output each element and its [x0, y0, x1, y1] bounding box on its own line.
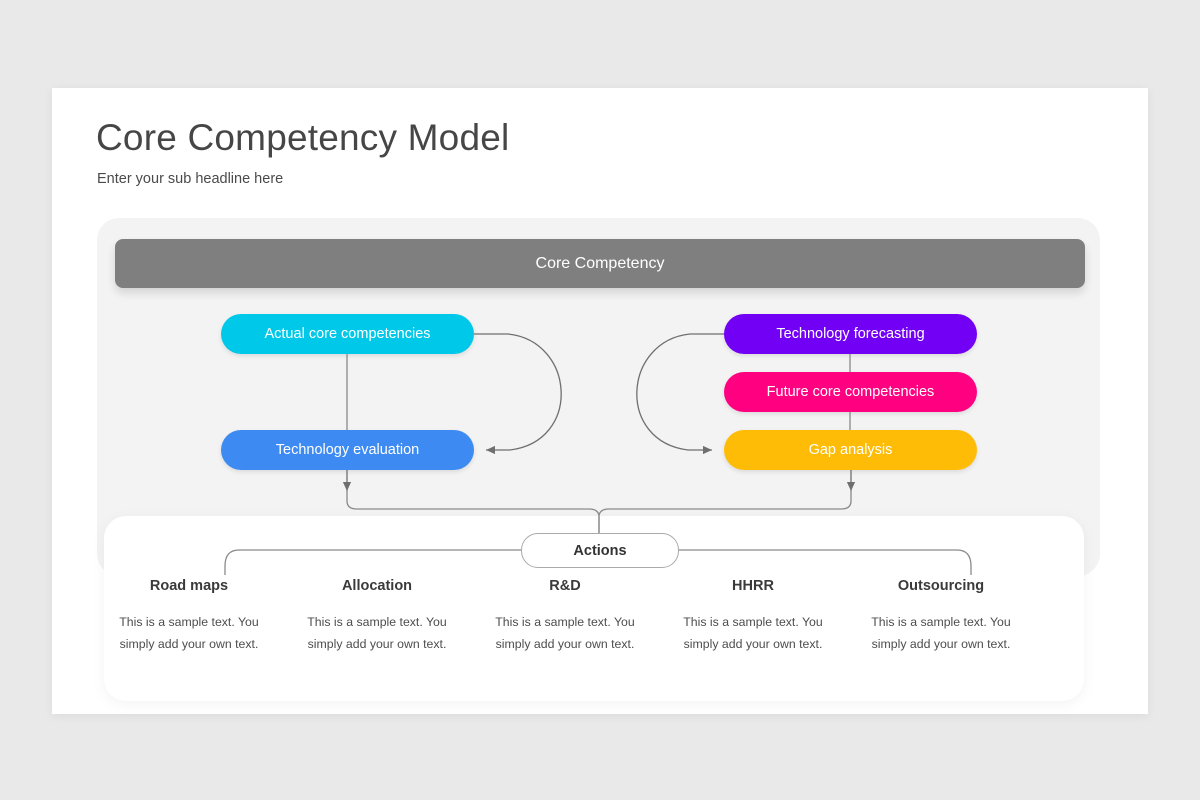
- action-column-title: Outsourcing: [897, 578, 985, 594]
- action-column: Road maps This is a sample text. You sim…: [95, 578, 283, 655]
- action-column-body: This is a sample text. You simply add yo…: [307, 615, 447, 651]
- node-actual-core-competencies[interactable]: Actual core competencies: [221, 314, 474, 354]
- action-column-body: This is a sample text. You simply add yo…: [119, 615, 259, 651]
- node-gap-analysis[interactable]: Gap analysis: [724, 430, 977, 470]
- node-technology-evaluation[interactable]: Technology evaluation: [221, 430, 474, 470]
- action-column: Outsourcing This is a sample text. You s…: [847, 578, 1035, 655]
- core-competency-bar-label: Core Competency: [535, 254, 665, 272]
- node-technology-forecasting[interactable]: Technology forecasting: [724, 314, 977, 354]
- action-column-body: This is a sample text. You simply add yo…: [683, 615, 823, 651]
- node-label: Technology forecasting: [776, 326, 925, 342]
- page-subtitle: Enter your sub headline here: [97, 171, 284, 187]
- page-title: Core Competency Model: [96, 117, 510, 158]
- node-label: Actual core competencies: [264, 326, 431, 342]
- actions-pill-label: Actions: [573, 542, 627, 559]
- node-label: Gap analysis: [808, 442, 893, 458]
- node-label: Future core competencies: [766, 384, 935, 400]
- node-label: Technology evaluation: [275, 442, 420, 458]
- action-column-title: Allocation: [341, 578, 413, 594]
- action-column-title: Road maps: [149, 578, 229, 594]
- actions-columns: Road maps This is a sample text. You sim…: [95, 578, 1035, 655]
- node-future-core-competencies[interactable]: Future core competencies: [724, 372, 977, 412]
- core-competency-bar[interactable]: Core Competency: [115, 239, 1085, 288]
- action-column: R&D This is a sample text. You simply ad…: [471, 578, 659, 655]
- action-column-title: R&D: [549, 578, 581, 594]
- action-column-body: This is a sample text. You simply add yo…: [871, 615, 1011, 651]
- action-column: HHRR This is a sample text. You simply a…: [659, 578, 847, 655]
- action-column-title: HHRR: [732, 578, 774, 594]
- actions-pill[interactable]: Actions: [521, 533, 679, 568]
- action-column-body: This is a sample text. You simply add yo…: [495, 615, 635, 651]
- action-column: Allocation This is a sample text. You si…: [283, 578, 471, 655]
